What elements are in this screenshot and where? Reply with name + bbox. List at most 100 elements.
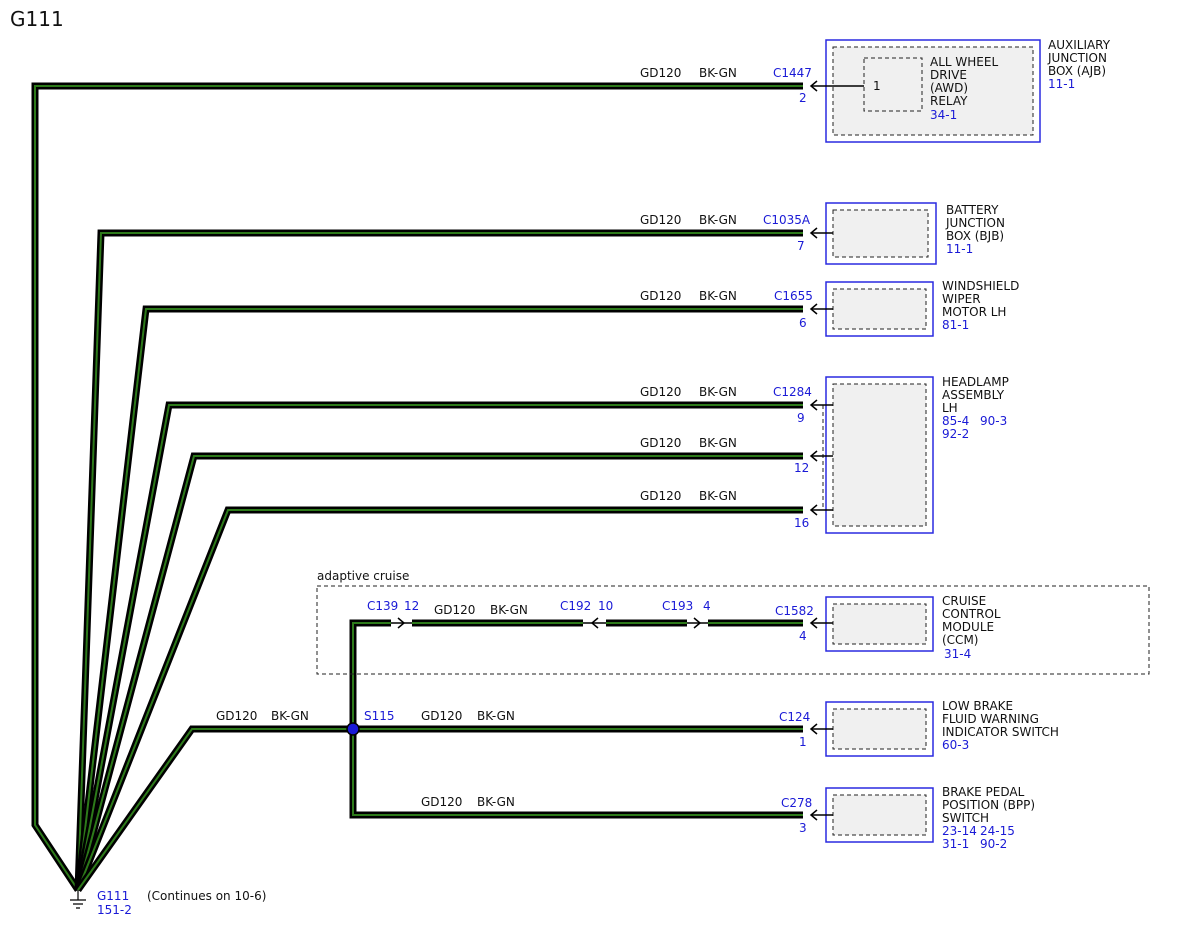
component-name-line: POSITION (BPP): [942, 798, 1035, 812]
component-name-line: JUNCTION: [1047, 51, 1107, 65]
ground-g111[interactable]: G111 151-2 (Continues on 10-6): [70, 889, 266, 917]
component-ref-link[interactable]: 92-2: [942, 427, 969, 441]
wire-harness: [31, 82, 803, 893]
relay-name-line: (AWD): [930, 81, 968, 95]
adaptive-cruise-label: adaptive cruise: [317, 569, 409, 583]
wire-color-label: BK-GN: [477, 795, 515, 809]
component-name-line: FLUID WARNING: [942, 712, 1039, 726]
component-name-line: WIPER: [942, 292, 981, 306]
component-ccm[interactable]: C1582 4 CRUISE CONTROL MODULE (CCM) 31-4: [775, 594, 1001, 661]
pin-label: 1: [799, 735, 807, 749]
wire-circuit-label: GD120: [640, 436, 681, 450]
component-wiper-motor[interactable]: C1655 6 WINDSHIELD WIPER MOTOR LH 81-1: [774, 279, 1019, 337]
connector-label[interactable]: C278: [781, 796, 812, 810]
component-name-line: JUNCTION: [945, 216, 1005, 230]
connector-label[interactable]: C192: [560, 599, 591, 613]
component-name-line: CONTROL: [942, 607, 1001, 621]
wire-color-label: BK-GN: [699, 213, 737, 227]
relay-name-line: RELAY: [930, 94, 968, 108]
wire-labels: GD120 BK-GN GD120 BK-GN GD120 BK-GN GD12…: [216, 66, 737, 809]
component-ref-link[interactable]: 81-1: [942, 318, 969, 332]
ground-icon: [70, 890, 86, 909]
component-ref-link[interactable]: 11-1: [1048, 77, 1075, 91]
wire-circuit-label: GD120: [640, 385, 681, 399]
wire-circuit-label: GD120: [216, 709, 257, 723]
wire-color-label: BK-GN: [699, 289, 737, 303]
connector-pin-label: 12: [404, 599, 419, 613]
connector-label[interactable]: C124: [779, 710, 810, 724]
component-headlamp[interactable]: C1284 9 12 16 HEADLAMP ASSEMBLY LH 85-4 …: [773, 375, 1009, 534]
pin-label: 7: [797, 239, 805, 253]
connector-label[interactable]: C1035A: [763, 213, 811, 227]
relay-name-line: DRIVE: [930, 68, 967, 82]
wire-circuit-label: GD120: [434, 603, 475, 617]
connector-label[interactable]: C1655: [774, 289, 813, 303]
wire-circuit-label: GD120: [421, 709, 462, 723]
component-name-line: MODULE: [942, 620, 994, 634]
component-name-line: BOX (AJB): [1048, 64, 1106, 78]
component-name-line: SWITCH: [942, 811, 989, 825]
component-low-brake-switch[interactable]: C124 1 LOW BRAKE FLUID WARNING INDICATOR…: [779, 699, 1059, 757]
component-ref-link[interactable]: 85-4: [942, 414, 969, 428]
component-ref-link[interactable]: 90-3: [980, 414, 1007, 428]
component-name-line: AUXILIARY: [1048, 38, 1111, 52]
pin-label: 2: [799, 91, 807, 105]
component-name-line: LOW BRAKE: [942, 699, 1013, 713]
diagram-title: G111: [10, 7, 64, 31]
connector-label[interactable]: C1447: [773, 66, 812, 80]
pin-label: 3: [799, 821, 807, 835]
component-ajb[interactable]: 1 ALL WHEEL DRIVE (AWD) RELAY 34-1 C1447…: [773, 38, 1111, 143]
wire-color-label: BK-GN: [271, 709, 309, 723]
pin-label: 6: [799, 316, 807, 330]
component-name-line: BRAKE PEDAL: [942, 785, 1025, 799]
component-ref-link[interactable]: 31-1: [942, 837, 969, 851]
ground-ref-link[interactable]: 151-2: [97, 903, 132, 917]
connector-pin-label: 4: [703, 599, 711, 613]
wire-circuit-label: GD120: [640, 289, 681, 303]
component-name-line: MOTOR LH: [942, 305, 1006, 319]
wire-color-label: BK-GN: [699, 436, 737, 450]
connector-label[interactable]: C193: [662, 599, 693, 613]
connector-label[interactable]: C139: [367, 599, 398, 613]
splice-dot-icon: [346, 722, 360, 736]
connector-pin-label: 10: [598, 599, 613, 613]
wire-color-label: BK-GN: [699, 489, 737, 503]
wire-circuit-label: GD120: [640, 66, 681, 80]
component-name-line: INDICATOR SWITCH: [942, 725, 1059, 739]
wire-circuit-label: GD120: [640, 213, 681, 227]
splice-s115[interactable]: S115: [346, 709, 395, 736]
component-name-line: WINDSHIELD: [942, 279, 1019, 293]
connector-label[interactable]: C1582: [775, 604, 814, 618]
wire-color-label: BK-GN: [490, 603, 528, 617]
ground-label[interactable]: G111: [97, 889, 129, 903]
component-name-line: BOX (BJB): [946, 229, 1004, 243]
component-ref-link[interactable]: 31-4: [944, 647, 971, 661]
component-name-line: BATTERY: [946, 203, 999, 217]
wire-circuit-label: GD120: [421, 795, 462, 809]
splice-label[interactable]: S115: [364, 709, 395, 723]
pin-label: 9: [797, 411, 805, 425]
component-bpp-switch[interactable]: C278 3 BRAKE PEDAL POSITION (BPP) SWITCH…: [781, 785, 1035, 851]
wire-color-label: BK-GN: [699, 66, 737, 80]
wire-color-label: BK-GN: [477, 709, 515, 723]
pin-label: 12: [794, 461, 809, 475]
component-ref-link[interactable]: 24-15: [980, 824, 1015, 838]
connector-label[interactable]: C1284: [773, 385, 812, 399]
adaptive-cruise-group: adaptive cruise C139 12 C192 10 C193 4: [316, 569, 1150, 675]
pin-label: 16: [794, 516, 809, 530]
wire-color-label: BK-GN: [699, 385, 737, 399]
component-ref-link[interactable]: 90-2: [980, 837, 1007, 851]
component-ref-link[interactable]: 60-3: [942, 738, 969, 752]
component-name-line: HEADLAMP: [942, 375, 1009, 389]
wire-circuit-label: GD120: [640, 489, 681, 503]
relay-ref-link[interactable]: 34-1: [930, 108, 957, 122]
component-name-line: LH: [942, 401, 958, 415]
component-name-line: CRUISE: [942, 594, 986, 608]
component-name-line: ASSEMBLY: [942, 388, 1005, 402]
component-bjb[interactable]: C1035A 7 BATTERY JUNCTION BOX (BJB) 11-1: [763, 202, 1005, 265]
component-name-line: (CCM): [942, 633, 978, 647]
component-ref-link[interactable]: 11-1: [946, 242, 973, 256]
relay-pin-label: 1: [873, 79, 881, 93]
component-ref-link[interactable]: 23-14: [942, 824, 977, 838]
